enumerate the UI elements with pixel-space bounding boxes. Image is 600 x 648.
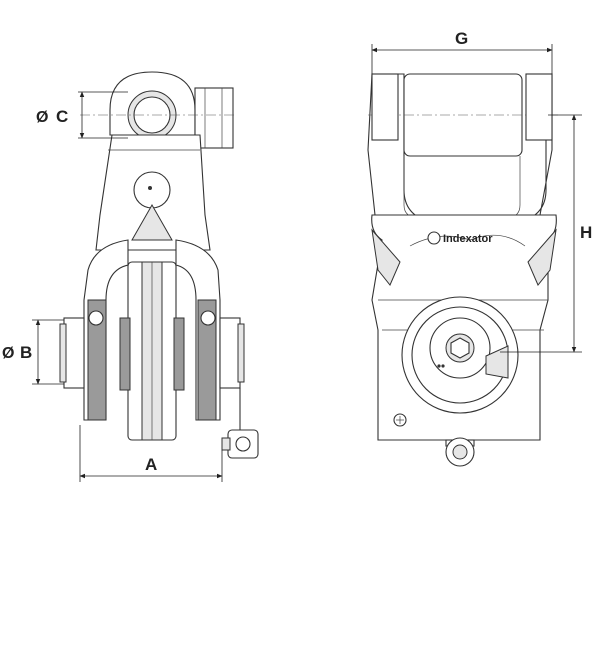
brand-logo: Indexator	[427, 231, 493, 245]
dimension-c: Ø C	[36, 91, 128, 139]
dimension-b: Ø B	[2, 319, 64, 385]
sheave	[119, 261, 185, 441]
dimension-label-c: C	[56, 107, 68, 126]
dimension-a: A	[79, 425, 223, 482]
diameter-symbol-c: Ø	[36, 109, 48, 126]
dimension-g: G	[371, 29, 553, 74]
swivel-body	[95, 134, 211, 251]
shaft	[59, 310, 245, 389]
side-view: Ø C Ø B A	[2, 71, 259, 482]
dimension-label-b: B	[20, 343, 32, 362]
dimension-h: H	[500, 114, 592, 353]
hydraulic-fitting	[221, 388, 259, 459]
right-arm	[175, 239, 221, 421]
housing	[371, 214, 557, 441]
bottom-fitting	[445, 437, 475, 467]
dimension-label-h: H	[580, 223, 592, 242]
logo-text: Indexator	[443, 233, 493, 245]
dimension-label-a: A	[145, 455, 157, 474]
top-clevis	[367, 73, 560, 223]
dimension-label-g: G	[455, 29, 468, 48]
top-eye	[80, 71, 235, 149]
diameter-symbol-b: Ø	[2, 345, 14, 362]
left-arm	[83, 239, 129, 421]
front-view: Indexator G H	[367, 29, 592, 467]
